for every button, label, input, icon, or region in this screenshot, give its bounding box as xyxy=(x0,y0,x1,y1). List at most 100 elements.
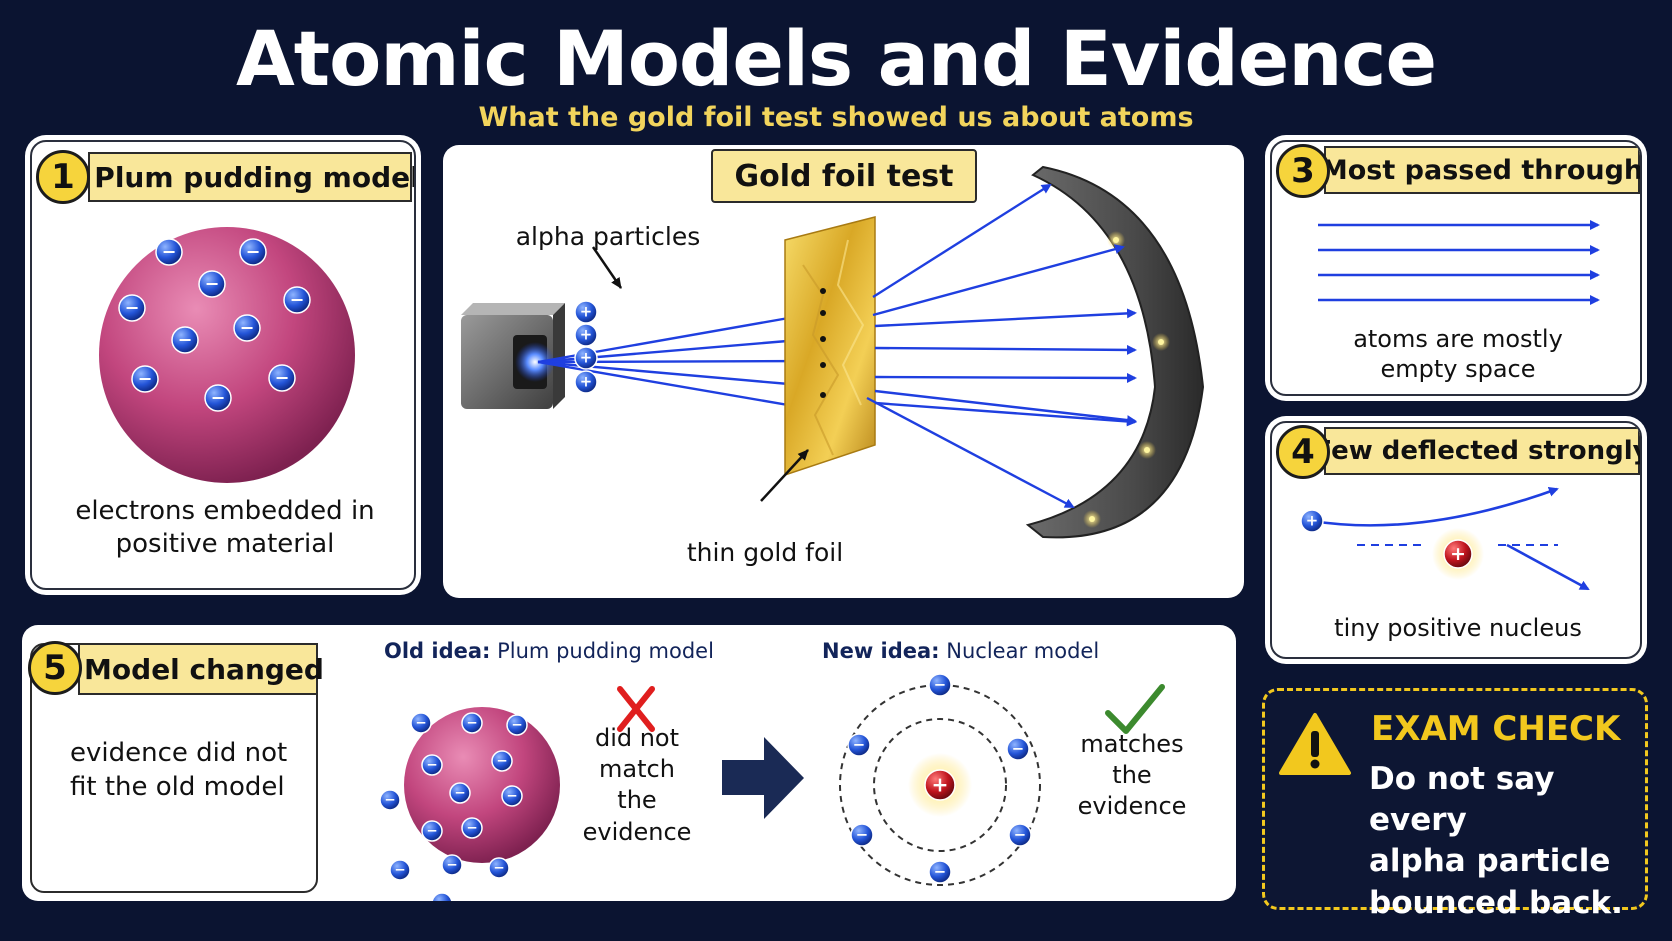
old-plum-sphere xyxy=(404,707,560,863)
svg-text:−: − xyxy=(426,823,437,839)
svg-text:−: − xyxy=(394,862,405,878)
electron: − xyxy=(488,857,510,879)
svg-text:−: − xyxy=(162,242,177,262)
electron: − xyxy=(928,860,952,884)
electron: − xyxy=(118,294,146,322)
panel5-header: Model changed xyxy=(78,643,324,695)
svg-text:−: − xyxy=(211,388,226,408)
nucleus: + xyxy=(1443,539,1473,569)
gold-foil-label: thin gold foil xyxy=(686,538,844,567)
foil-pointer xyxy=(760,449,809,502)
electron: − xyxy=(501,785,523,807)
panel5-badge: 5 xyxy=(28,641,82,695)
electron: − xyxy=(449,782,471,804)
svg-text:−: − xyxy=(240,318,255,338)
svg-text:+: + xyxy=(1450,543,1466,565)
svg-text:−: − xyxy=(178,330,193,350)
straight-paths xyxy=(1318,220,1600,305)
electron: − xyxy=(421,820,443,842)
svg-text:−: − xyxy=(856,826,868,844)
svg-text:−: − xyxy=(511,717,522,733)
svg-text:−: − xyxy=(246,242,261,262)
electron: − xyxy=(441,854,463,876)
svg-text:−: − xyxy=(436,895,447,901)
svg-text:−: − xyxy=(934,676,946,694)
svg-text:−: − xyxy=(125,298,140,318)
panel1-caption: electrons embedded in positive material xyxy=(75,496,375,559)
electron: − xyxy=(379,789,401,811)
svg-text:−: − xyxy=(934,863,946,881)
electron: − xyxy=(389,859,411,881)
svg-text:−: − xyxy=(496,753,507,769)
panel1-header: Plum pudding model xyxy=(88,152,414,202)
panel2-header: Gold foil test xyxy=(711,149,977,203)
model-comparison: − − − − − − − − − − − − − − + − − − − − − xyxy=(379,673,1165,901)
svg-text:−: − xyxy=(493,860,504,876)
electron: − xyxy=(928,673,952,697)
svg-text:−: − xyxy=(506,788,517,804)
gold-foil xyxy=(784,216,876,477)
svg-text:+: + xyxy=(932,772,949,796)
svg-text:−: − xyxy=(853,736,865,754)
svg-text:+: + xyxy=(580,373,592,391)
svg-text:−: − xyxy=(1014,826,1026,844)
alpha-particle: + xyxy=(574,346,598,370)
svg-text:−: − xyxy=(205,274,220,294)
old-idea-label: Old idea: Plum pudding model xyxy=(384,639,714,663)
electron: − xyxy=(461,817,483,839)
page-subtitle: What the gold foil test showed us about … xyxy=(478,102,1194,133)
electron: − xyxy=(239,238,267,266)
svg-text:−: − xyxy=(466,715,477,731)
alpha-particles-label: alpha particles xyxy=(515,222,701,251)
exam-text: Do not say every alpha particle bounced … xyxy=(1369,761,1623,921)
electron: − xyxy=(850,823,874,847)
nucleus: + xyxy=(924,769,956,801)
alpha-particle: + xyxy=(1300,509,1324,533)
plum-sphere xyxy=(99,227,355,483)
exam-heading: EXAM CHECK xyxy=(1371,709,1621,749)
arrow-right-icon xyxy=(722,737,804,819)
svg-text:−: − xyxy=(426,757,437,773)
svg-text:−: − xyxy=(454,785,465,801)
svg-text:−: − xyxy=(1012,740,1024,758)
svg-text:+: + xyxy=(580,326,592,344)
svg-text:−: − xyxy=(290,290,305,310)
svg-text:+: + xyxy=(1306,512,1318,530)
old-result-text: did not match the evidence xyxy=(582,724,692,846)
electron: − xyxy=(421,754,443,776)
electron: − xyxy=(410,712,432,734)
alpha-particle: + xyxy=(574,300,598,324)
electron: − xyxy=(283,286,311,314)
plum-pudding-illustration: − − − − − − − − − − xyxy=(99,227,355,483)
electron: − xyxy=(204,384,232,412)
electron: − xyxy=(506,714,528,736)
electron: − xyxy=(847,733,871,757)
panel3-badge: 3 xyxy=(1276,144,1330,198)
svg-text:−: − xyxy=(446,857,457,873)
scattered-arrows xyxy=(866,183,1137,509)
electron: − xyxy=(198,270,226,298)
panel4-badge: 4 xyxy=(1276,425,1330,479)
panel-most-passed: Most passed through 3 atoms are mostly e… xyxy=(1270,140,1642,396)
alpha-source xyxy=(461,303,565,409)
cross-icon xyxy=(617,686,655,732)
svg-text:+: + xyxy=(580,303,592,321)
page-title: Atomic Models and Evidence xyxy=(235,14,1437,103)
svg-text:−: − xyxy=(138,369,153,389)
svg-text:+: + xyxy=(580,349,592,367)
panel1-badge: 1 xyxy=(36,150,90,204)
electron: − xyxy=(461,712,483,734)
panel-model-changed: Model changed 5 evidence did not fit the… xyxy=(22,625,1236,901)
electron: − xyxy=(171,326,199,354)
new-idea-label: New idea: Nuclear model xyxy=(822,639,1100,663)
electron: − xyxy=(1006,737,1030,761)
electron: − xyxy=(155,238,183,266)
alpha-particle: + xyxy=(574,323,598,347)
svg-text:−: − xyxy=(275,368,290,388)
panel3-caption: atoms are mostly empty space xyxy=(1353,325,1563,383)
alpha-particle: + xyxy=(574,370,598,394)
electron: − xyxy=(268,364,296,392)
panel3-header: Most passed through xyxy=(1321,146,1640,194)
svg-text:−: − xyxy=(466,820,477,836)
electron: − xyxy=(431,892,453,901)
